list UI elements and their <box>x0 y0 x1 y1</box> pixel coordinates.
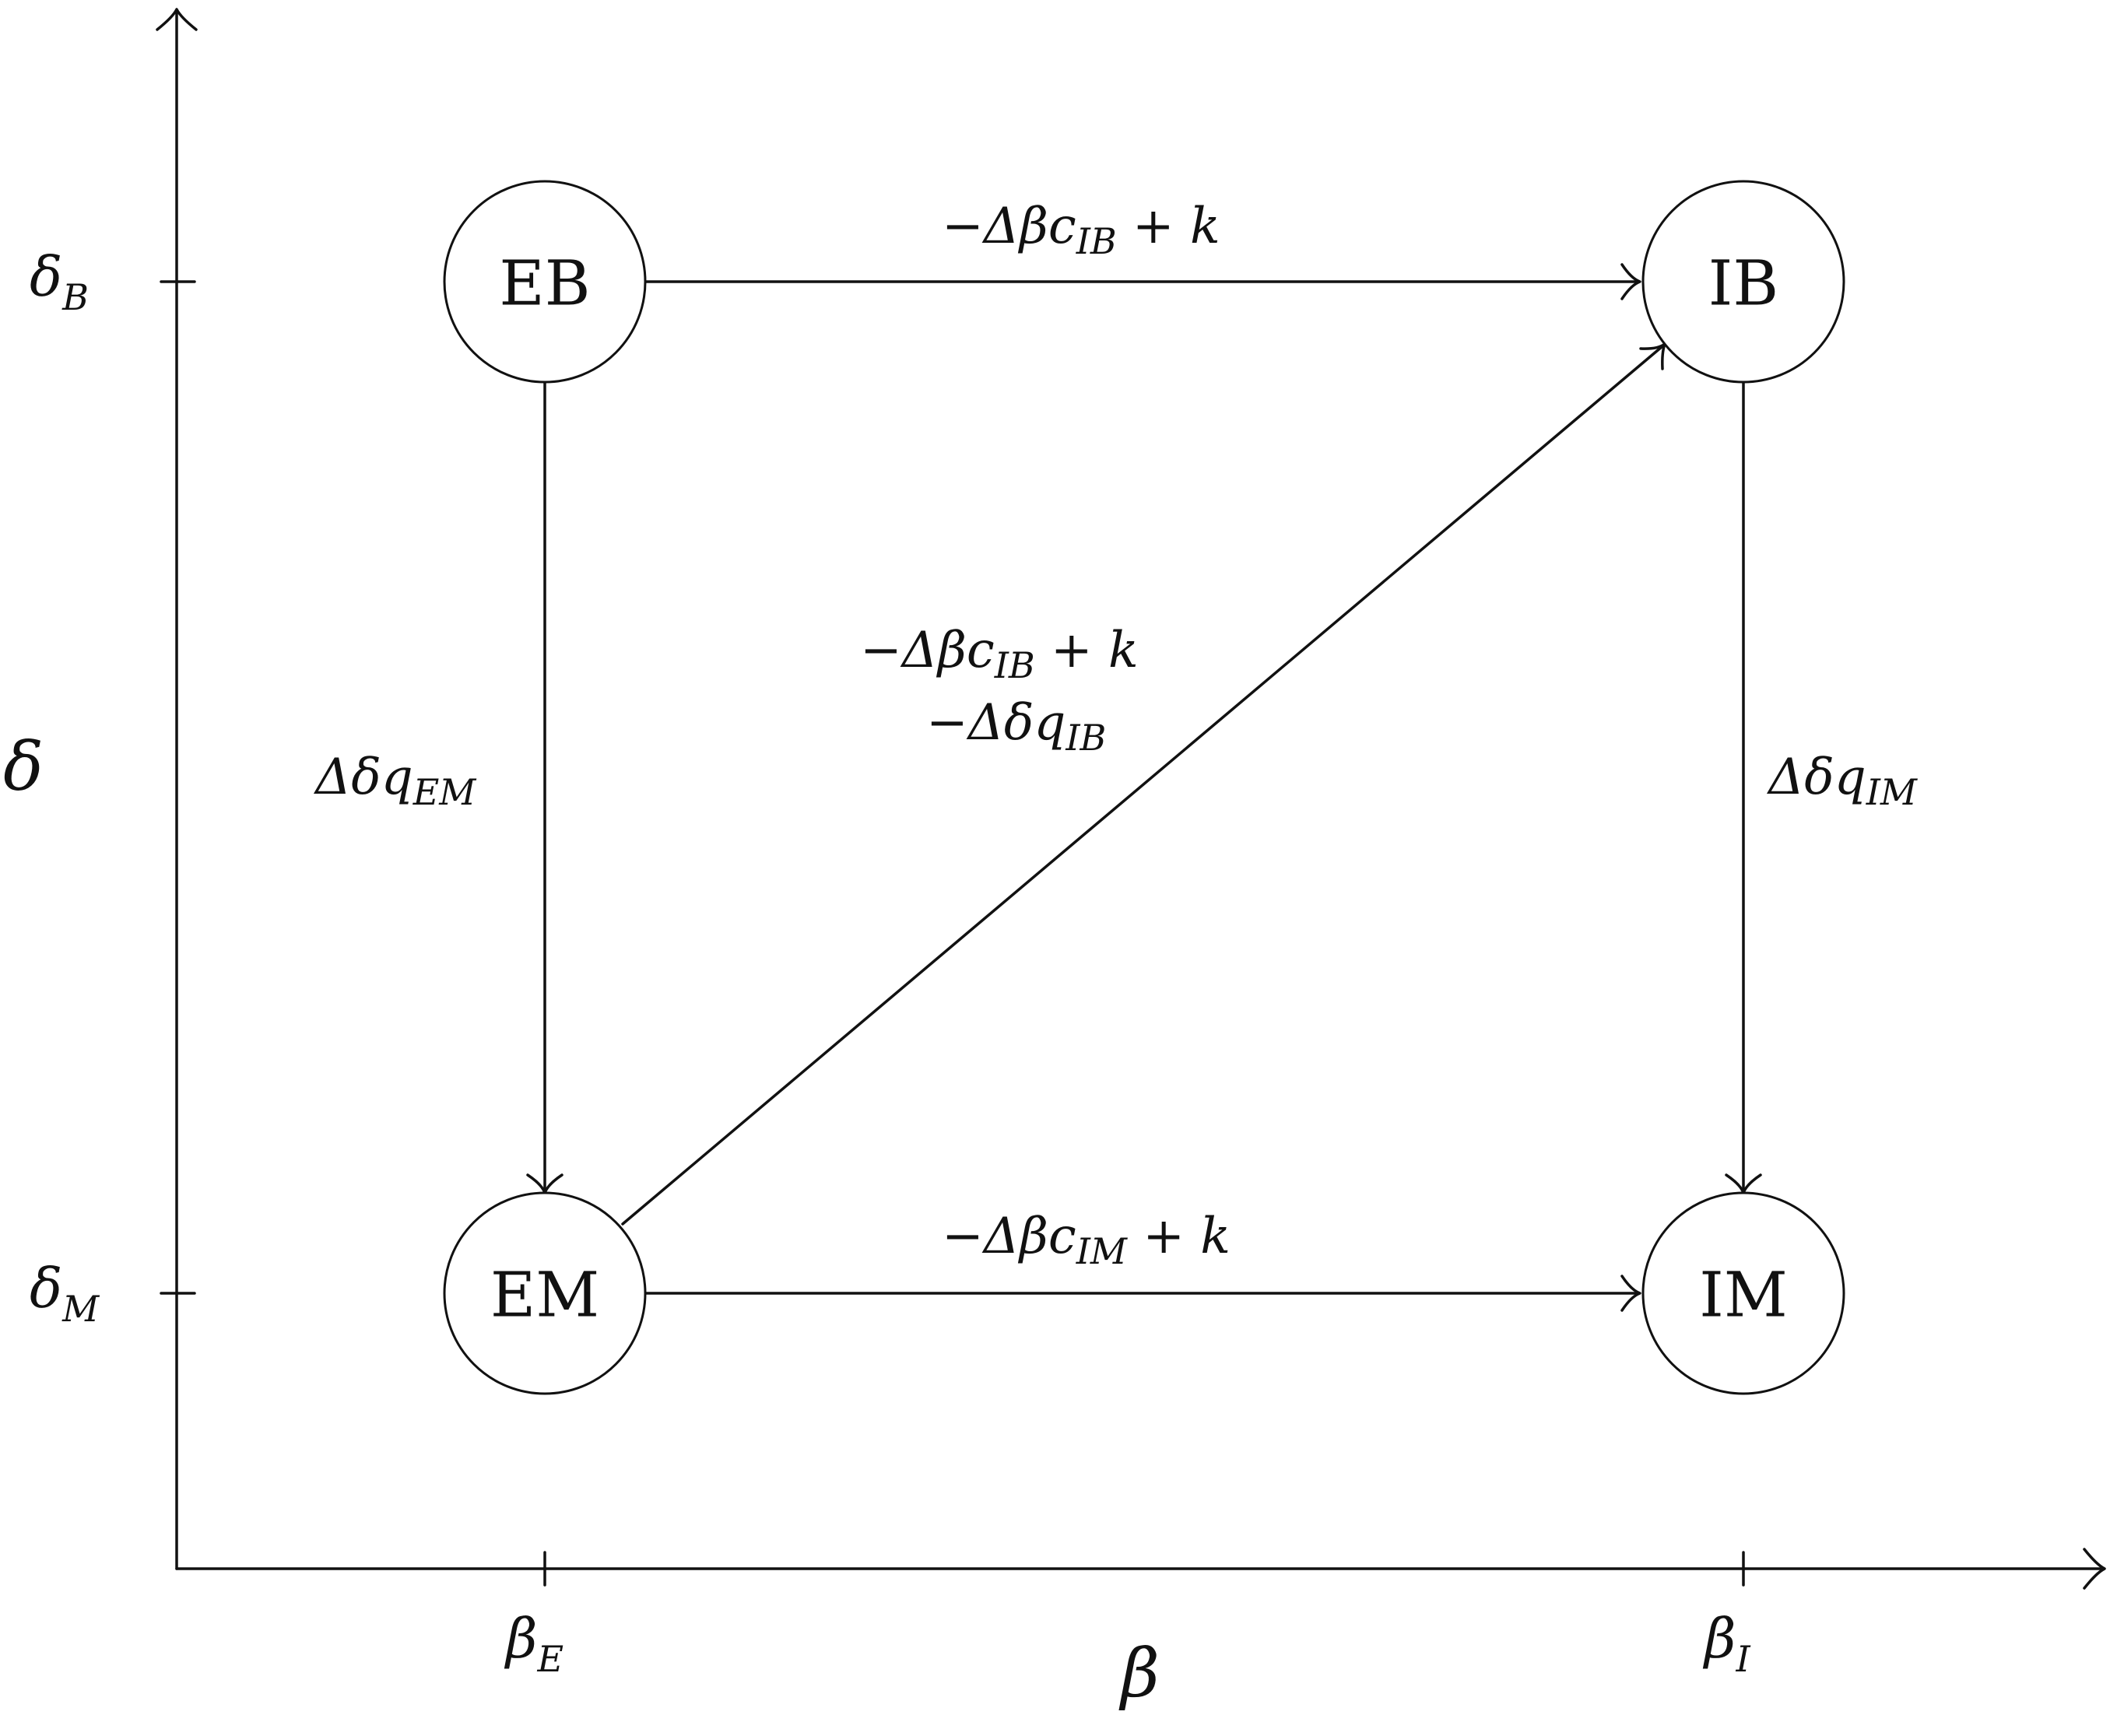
x-tick-label-beta-e: βE <box>504 1607 563 1680</box>
node-im: IM <box>1641 1191 1845 1395</box>
x-axis-label: β <box>1118 1635 1160 1713</box>
x-tick-label-beta-i: βI <box>1702 1607 1750 1680</box>
x-axis-arrow-icon <box>2083 1548 2106 1590</box>
edge-label-em-im: −ΔβcIM + k <box>942 1208 1231 1272</box>
edge-em-to-im <box>644 1275 1641 1312</box>
edge-ib-to-im <box>1725 381 1762 1194</box>
svg-text:EM: EM <box>490 1259 599 1331</box>
y-axis-label: δ <box>3 728 44 806</box>
edge-em-to-ib <box>621 342 1666 1226</box>
y-tick-label-delta-m: δM <box>30 1257 100 1330</box>
svg-text:IB: IB <box>1708 247 1778 320</box>
edge-eb-to-ib <box>644 263 1641 300</box>
edge-label-eb-ib: −ΔβcIB + k <box>942 198 1220 262</box>
arrowhead-icon <box>1620 1275 1641 1312</box>
node-em: EM <box>443 1191 647 1395</box>
node-ib: IB <box>1641 180 1845 384</box>
edge-eb-to-em <box>526 381 563 1194</box>
y-axis-arrow-icon <box>156 8 198 31</box>
svg-text:IM: IM <box>1699 1259 1788 1331</box>
edge-label-eb-em: ΔδqEM <box>313 749 477 813</box>
node-eb: EB <box>443 180 647 384</box>
y-axis <box>156 8 198 1570</box>
edge-label-em-ib-line2: −ΔδqIB <box>926 694 1106 759</box>
svg-text:EB: EB <box>499 247 590 320</box>
edge-label-ib-im: ΔδqIM <box>1766 749 1919 813</box>
edge-label-em-ib-line1: −ΔβcIB + k <box>860 622 1139 686</box>
x-axis <box>175 1548 2106 1590</box>
y-tick-label-delta-b: δB <box>30 245 89 318</box>
arrowhead-icon <box>1620 263 1641 300</box>
